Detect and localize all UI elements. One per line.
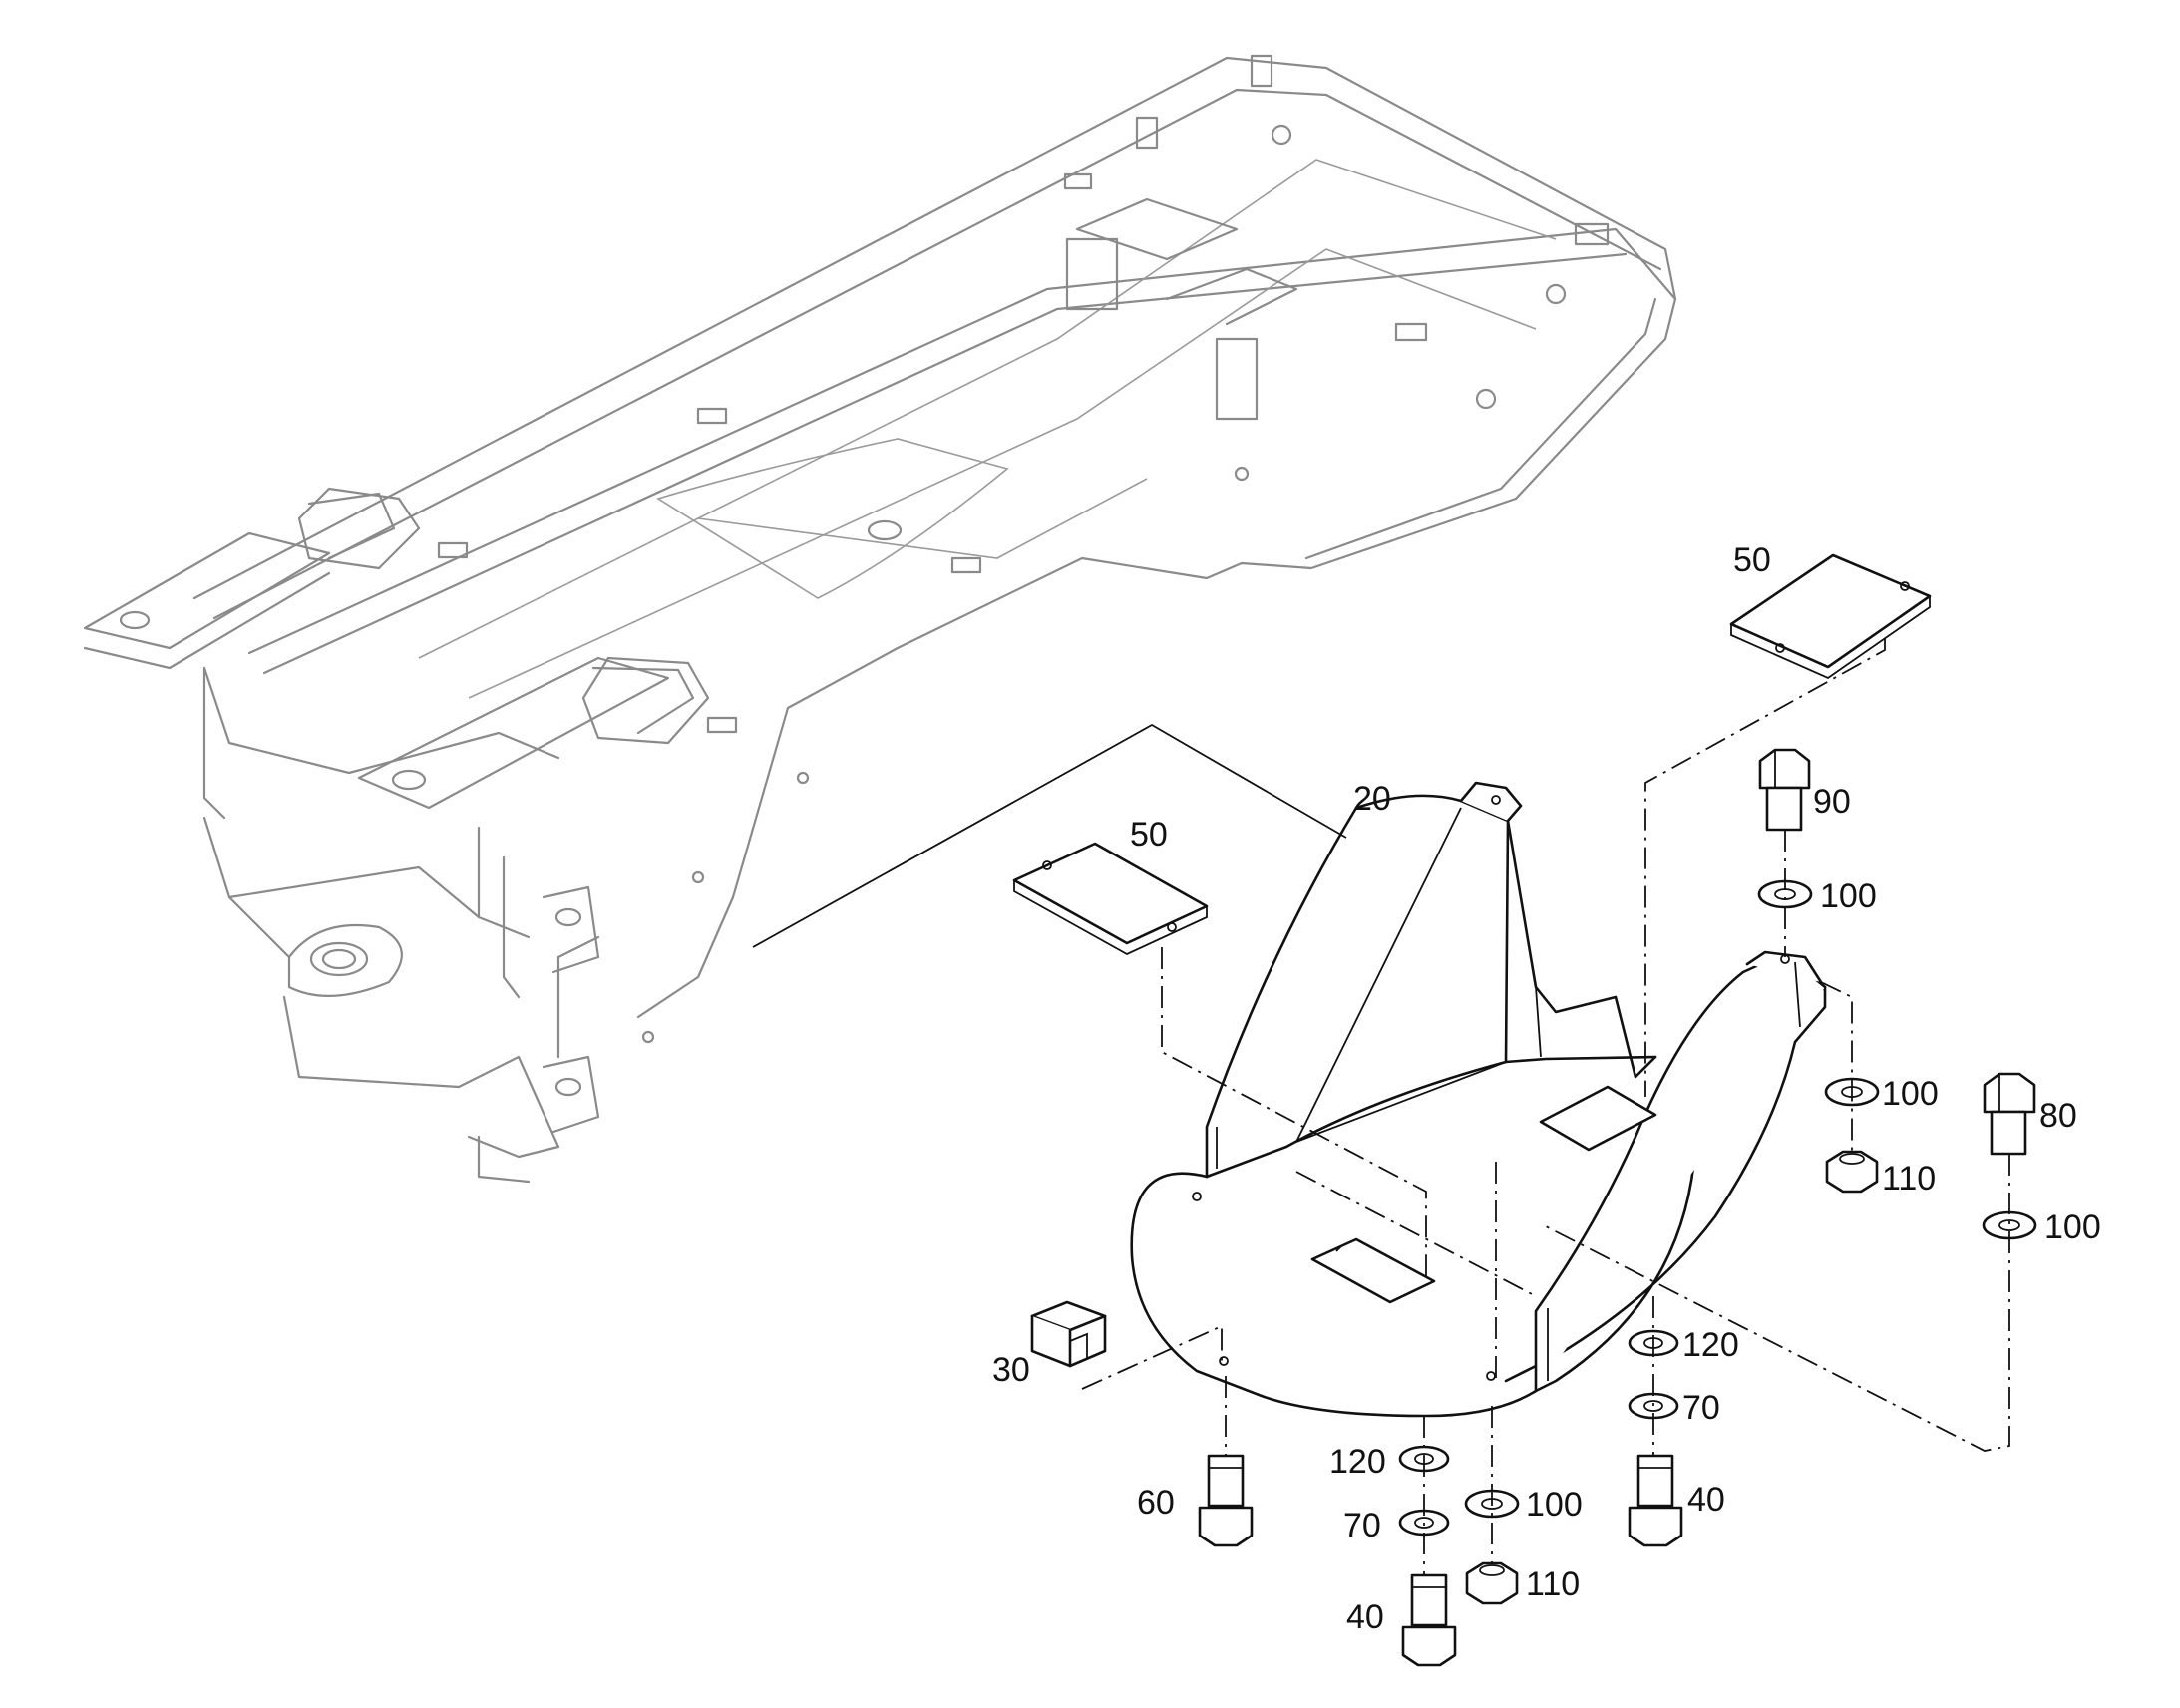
callout-40-middle: 40 bbox=[1346, 1598, 1384, 1636]
bolt-40-middle bbox=[1401, 1573, 1457, 1667]
callout-90: 90 bbox=[1813, 783, 1851, 821]
callout-70-a: 70 bbox=[1682, 1389, 1720, 1427]
callout-100-a: 100 bbox=[1820, 877, 1877, 915]
callout-120-b: 120 bbox=[1329, 1443, 1386, 1481]
callout-70-b: 70 bbox=[1343, 1507, 1381, 1544]
cover-plate-50-upper bbox=[1729, 553, 1932, 680]
callout-120-a: 120 bbox=[1682, 1326, 1739, 1364]
bolt-60 bbox=[1198, 1454, 1254, 1547]
callout-100-d: 100 bbox=[1526, 1486, 1583, 1524]
main-frame bbox=[83, 54, 1677, 1184]
cover-plate-50-lower bbox=[1012, 842, 1209, 956]
rubber-block-30 bbox=[1030, 1300, 1107, 1368]
bolt-90 bbox=[1758, 748, 1811, 832]
callout-100-c: 100 bbox=[2044, 1208, 2101, 1246]
callout-50-upper: 50 bbox=[1733, 541, 1771, 579]
callout-110-b: 110 bbox=[1526, 1565, 1580, 1603]
assembly-leader-lines bbox=[752, 638, 2010, 1575]
callout-20: 20 bbox=[1353, 780, 1391, 818]
callout-110-a: 110 bbox=[1882, 1160, 1936, 1197]
callout-30: 30 bbox=[992, 1351, 1030, 1389]
bolt-40-right bbox=[1628, 1454, 1683, 1547]
nut-110-b bbox=[1465, 1561, 1519, 1605]
callout-60: 60 bbox=[1137, 1484, 1175, 1522]
callout-40-right: 40 bbox=[1687, 1481, 1725, 1519]
bolt-80 bbox=[1983, 1072, 2036, 1156]
callout-100-b: 100 bbox=[1882, 1075, 1939, 1113]
callout-labels: 50 50 20 90 100 100 110 80 100 120 70 40… bbox=[992, 541, 2101, 1636]
callout-80: 80 bbox=[2039, 1097, 2077, 1135]
callout-50-lower: 50 bbox=[1130, 816, 1168, 854]
nut-110-a bbox=[1825, 1150, 1879, 1194]
guard-20 bbox=[1130, 781, 1827, 1418]
